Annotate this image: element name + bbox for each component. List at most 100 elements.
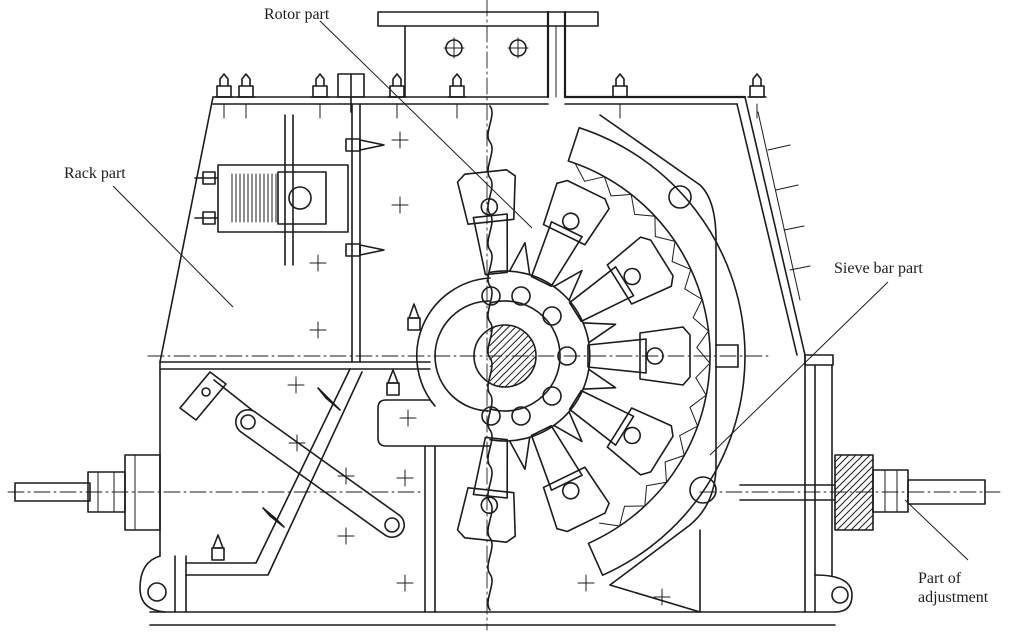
hammer bbox=[587, 326, 691, 386]
hatch-line bbox=[834, 454, 871, 491]
rotor-bolt-hole bbox=[511, 406, 531, 426]
hatch-line bbox=[857, 514, 874, 531]
spring-buffer-assembly bbox=[194, 114, 349, 266]
hatch-line bbox=[489, 328, 521, 361]
right-adjustment-flange bbox=[872, 469, 909, 513]
hatch-line bbox=[489, 335, 529, 375]
rotor-disc-spacer bbox=[583, 322, 617, 343]
adjustment-part-label-line1: Part of bbox=[918, 570, 962, 587]
link-pin bbox=[240, 414, 256, 430]
rotor-part-leader bbox=[319, 20, 533, 229]
hatch-line bbox=[498, 349, 536, 387]
hatch-line bbox=[834, 454, 850, 470]
sieve-bar-part-leader bbox=[709, 281, 889, 456]
cross-mark bbox=[391, 196, 409, 214]
swing-link bbox=[179, 371, 405, 538]
rotor-bolt-hole bbox=[542, 306, 562, 326]
cross-mark bbox=[337, 527, 355, 545]
left-adjustment-flange bbox=[124, 454, 161, 531]
top-bolt bbox=[214, 73, 234, 119]
cross-mark bbox=[288, 434, 306, 452]
casing-bracket bbox=[804, 354, 834, 366]
hatch-line bbox=[871, 528, 874, 531]
hammer bbox=[456, 436, 517, 543]
rotor-hub bbox=[489, 300, 561, 412]
sieve-band bbox=[567, 126, 746, 576]
top-bolt bbox=[747, 73, 767, 119]
bearing-housing bbox=[377, 277, 491, 447]
inlet-flange bbox=[377, 11, 599, 27]
lifting-lug-hole-left bbox=[147, 582, 167, 602]
hatch-line bbox=[834, 458, 874, 498]
hatch-line bbox=[489, 331, 526, 368]
section-break-line bbox=[487, 105, 493, 611]
hatch-line bbox=[834, 465, 874, 505]
rotor-part-label: Rotor part bbox=[264, 6, 330, 23]
hatch-line bbox=[489, 339, 532, 382]
rotor-disc bbox=[489, 270, 591, 442]
adjustment-part-label-line2: adjustment bbox=[918, 589, 989, 606]
hatch-line bbox=[489, 324, 504, 339]
hatch-line bbox=[864, 521, 874, 531]
right-casing bbox=[609, 96, 853, 613]
rack-part-leader bbox=[112, 185, 234, 308]
hatch-line bbox=[834, 479, 874, 519]
cross-mark bbox=[391, 131, 409, 149]
cross-mark bbox=[309, 321, 327, 339]
top-bolts bbox=[214, 73, 767, 119]
rotor-bolt-hole bbox=[542, 386, 562, 406]
top-bolt bbox=[387, 73, 407, 119]
hatch-line bbox=[836, 493, 874, 531]
right-adjustment-rod bbox=[739, 454, 986, 531]
feed-inlet bbox=[377, 10, 599, 99]
swing-lever bbox=[179, 371, 227, 421]
cross-mark bbox=[396, 469, 414, 487]
cross-marks bbox=[287, 131, 671, 606]
nut-block-hatching bbox=[834, 454, 874, 531]
hatch-line bbox=[512, 363, 536, 387]
link-pin bbox=[384, 517, 400, 533]
rotor-bolt-hole bbox=[557, 346, 577, 366]
sieve-bar-assembly bbox=[567, 114, 746, 586]
sieve-bar-teeth bbox=[574, 162, 711, 527]
base-frame bbox=[149, 611, 836, 626]
sieve-holder-pin bbox=[668, 185, 692, 209]
top-bolt bbox=[310, 73, 330, 119]
top-bolt bbox=[236, 73, 256, 119]
rotor-disc-spacer bbox=[553, 411, 583, 443]
cross-mark bbox=[287, 376, 305, 394]
rotor-disc-spacer bbox=[553, 269, 583, 301]
machine-drawing bbox=[7, 0, 1001, 631]
hatch-line bbox=[834, 454, 857, 477]
spring-nut bbox=[202, 211, 216, 225]
rotor-disc-spacer bbox=[583, 369, 617, 390]
cross-mark bbox=[396, 574, 414, 592]
hammer bbox=[568, 236, 674, 323]
rotor-disc-spacer bbox=[509, 437, 531, 471]
lifting-lug-hole-right bbox=[831, 586, 849, 604]
hatch-line bbox=[843, 500, 874, 531]
hatch-line bbox=[834, 454, 843, 463]
rack-part-label: Rack part bbox=[64, 165, 126, 182]
sieve-holder-frame bbox=[599, 114, 717, 586]
cross-mark bbox=[399, 409, 417, 427]
rotor bbox=[456, 169, 691, 543]
spring-coils bbox=[231, 173, 277, 223]
spring-nut bbox=[202, 171, 216, 185]
centerlines bbox=[7, 0, 1001, 631]
left-adjustment-rod bbox=[14, 454, 161, 531]
top-cover-plate bbox=[212, 73, 747, 113]
cross-mark bbox=[337, 467, 355, 485]
hatch-line bbox=[834, 472, 874, 512]
hammer bbox=[530, 424, 610, 533]
hatch-line bbox=[834, 454, 864, 484]
cross-mark bbox=[309, 254, 327, 272]
hatch-line bbox=[489, 324, 511, 346]
top-bolt bbox=[610, 73, 630, 119]
side-bolts bbox=[211, 138, 421, 561]
cross-mark bbox=[653, 588, 671, 606]
hatch-line bbox=[850, 507, 874, 531]
shaft-hatching bbox=[489, 324, 537, 388]
